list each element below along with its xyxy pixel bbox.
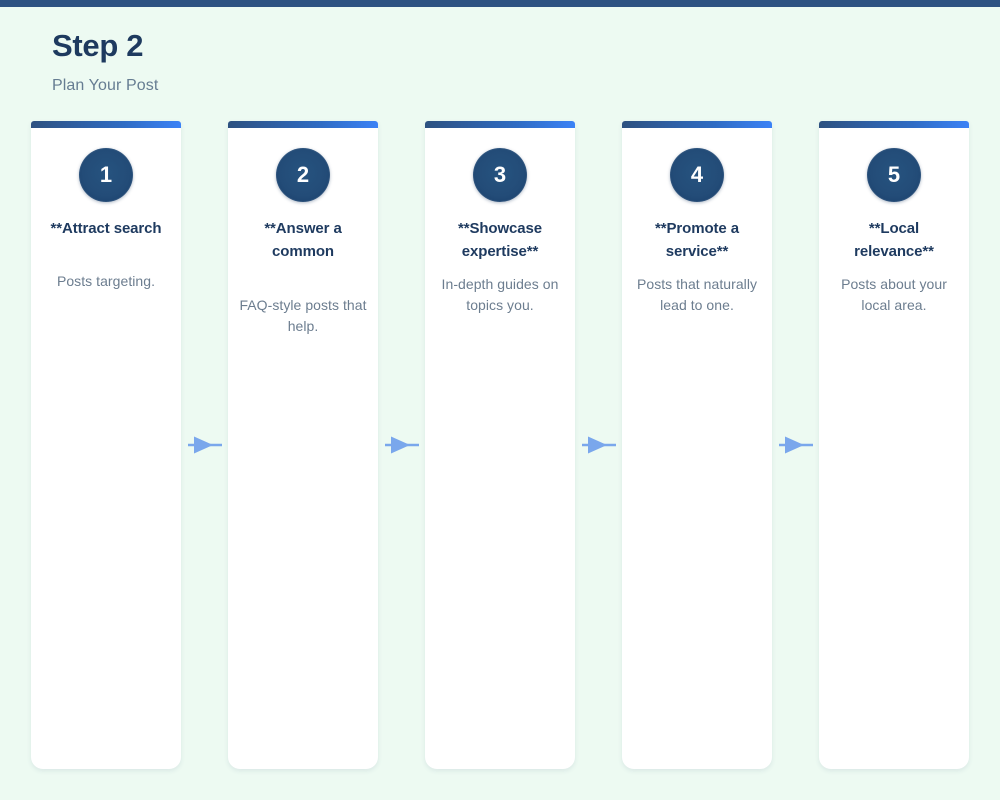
step-card-2[interactable]: 2 **Answer a common FAQ-style posts that… bbox=[228, 121, 378, 769]
arrow-right-icon bbox=[778, 436, 813, 454]
card-accent-bar bbox=[819, 121, 969, 128]
step-card-1[interactable]: 1 **Attract search Posts targeting. bbox=[31, 121, 181, 769]
arrow-right-icon bbox=[384, 436, 419, 454]
page-title: Step 2 bbox=[52, 28, 144, 63]
step-card-3[interactable]: 3 **Showcase expertise** In-depth guides… bbox=[425, 121, 575, 769]
step-description: Posts that naturally lead to one. bbox=[636, 275, 758, 313]
step-description: In-depth guides on topics you. bbox=[441, 275, 559, 313]
card-accent-bar bbox=[228, 121, 378, 128]
step-flow-container: 1 **Attract search Posts targeting. 2 **… bbox=[31, 121, 969, 769]
step-number-badge: 4 bbox=[670, 148, 724, 202]
card-accent-bar bbox=[31, 121, 181, 128]
card-accent-bar bbox=[425, 121, 575, 128]
step-description: FAQ-style posts that help. bbox=[239, 296, 367, 334]
step-card-4[interactable]: 4 **Promote a service** Posts that natur… bbox=[622, 121, 772, 769]
connector-3-4 bbox=[575, 121, 622, 769]
connector-4-5 bbox=[772, 121, 819, 769]
step-title: **Answer a common bbox=[264, 220, 342, 261]
step-title: **Promote a service** bbox=[655, 220, 739, 261]
step-description: Posts about your local area. bbox=[841, 275, 947, 313]
connector-2-3 bbox=[378, 121, 425, 769]
step-title: **Local relevance** bbox=[854, 220, 934, 261]
step-description: Posts targeting. bbox=[56, 273, 156, 290]
page-subtitle: Plan Your Post bbox=[52, 77, 159, 95]
step-number-badge: 1 bbox=[79, 148, 133, 202]
arrow-right-icon bbox=[187, 436, 222, 454]
step-number-badge: 5 bbox=[867, 148, 921, 202]
arrow-right-icon bbox=[581, 436, 616, 454]
step-card-5[interactable]: 5 **Local relevance** Posts about your l… bbox=[819, 121, 969, 769]
step-title: **Showcase expertise** bbox=[457, 220, 543, 261]
step-number-badge: 3 bbox=[473, 148, 527, 202]
step-number-badge: 2 bbox=[276, 148, 330, 202]
step-title: **Attract search bbox=[50, 220, 162, 237]
header: Step 2 Plan Your Post bbox=[52, 7, 158, 95]
card-accent-bar bbox=[622, 121, 772, 128]
top-accent-strip bbox=[0, 0, 1000, 7]
connector-1-2 bbox=[181, 121, 228, 769]
